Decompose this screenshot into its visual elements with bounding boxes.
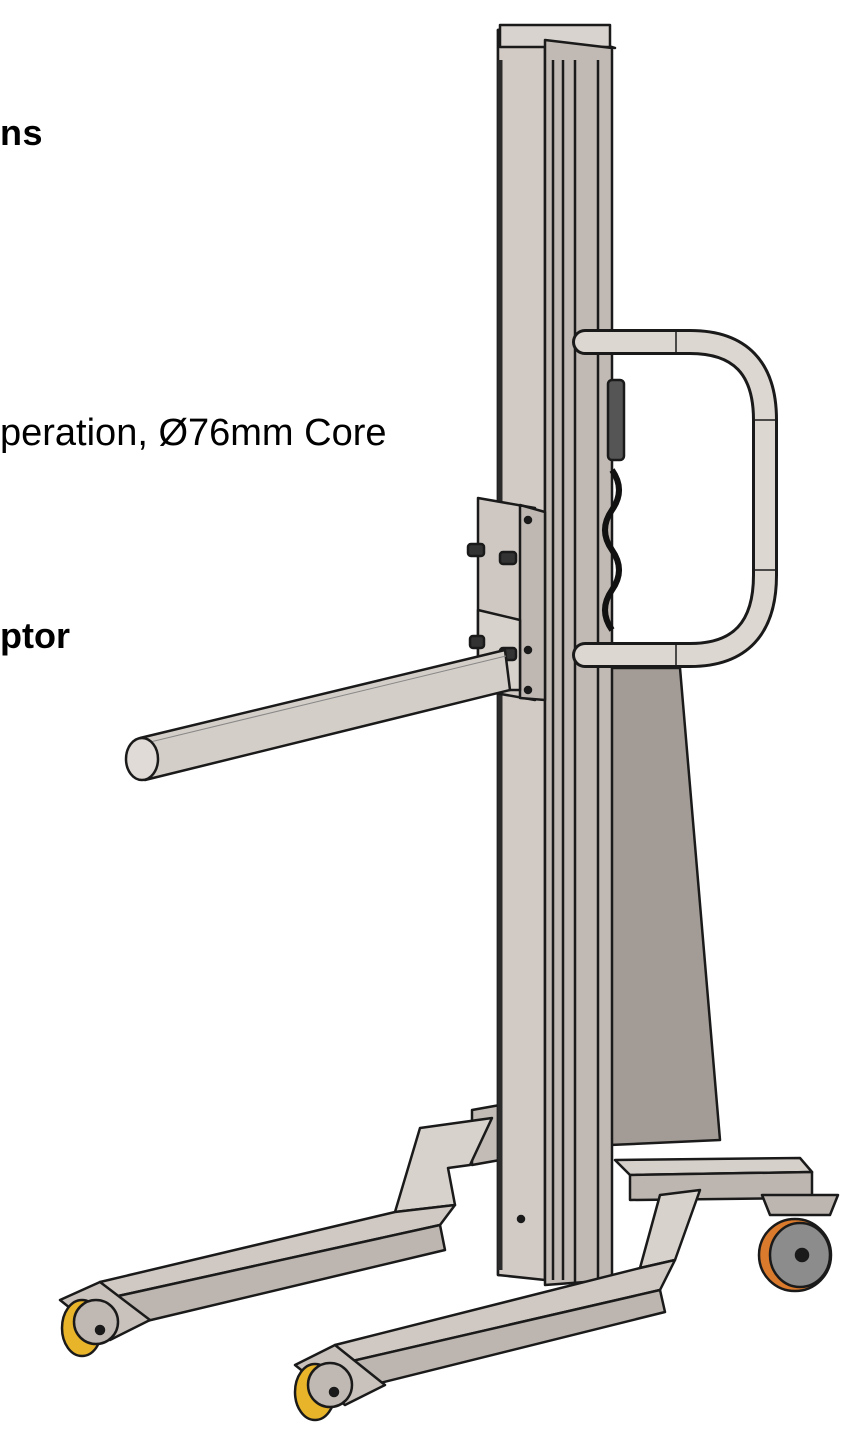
front-right-wheel	[293, 1361, 354, 1422]
core-arm	[124, 648, 512, 782]
section-heading-top: ns	[0, 112, 44, 153]
rear-support-plate	[608, 666, 722, 1147]
front-left-wheel	[60, 1298, 120, 1358]
section-heading-bottom: ptor	[0, 615, 70, 656]
rear-caster-wheel	[757, 1193, 840, 1293]
front-left-leg	[58, 1116, 494, 1342]
front-right-leg	[293, 1188, 702, 1407]
description-line: peration, Ø76mm Core	[0, 412, 387, 454]
control-cable	[602, 378, 626, 632]
